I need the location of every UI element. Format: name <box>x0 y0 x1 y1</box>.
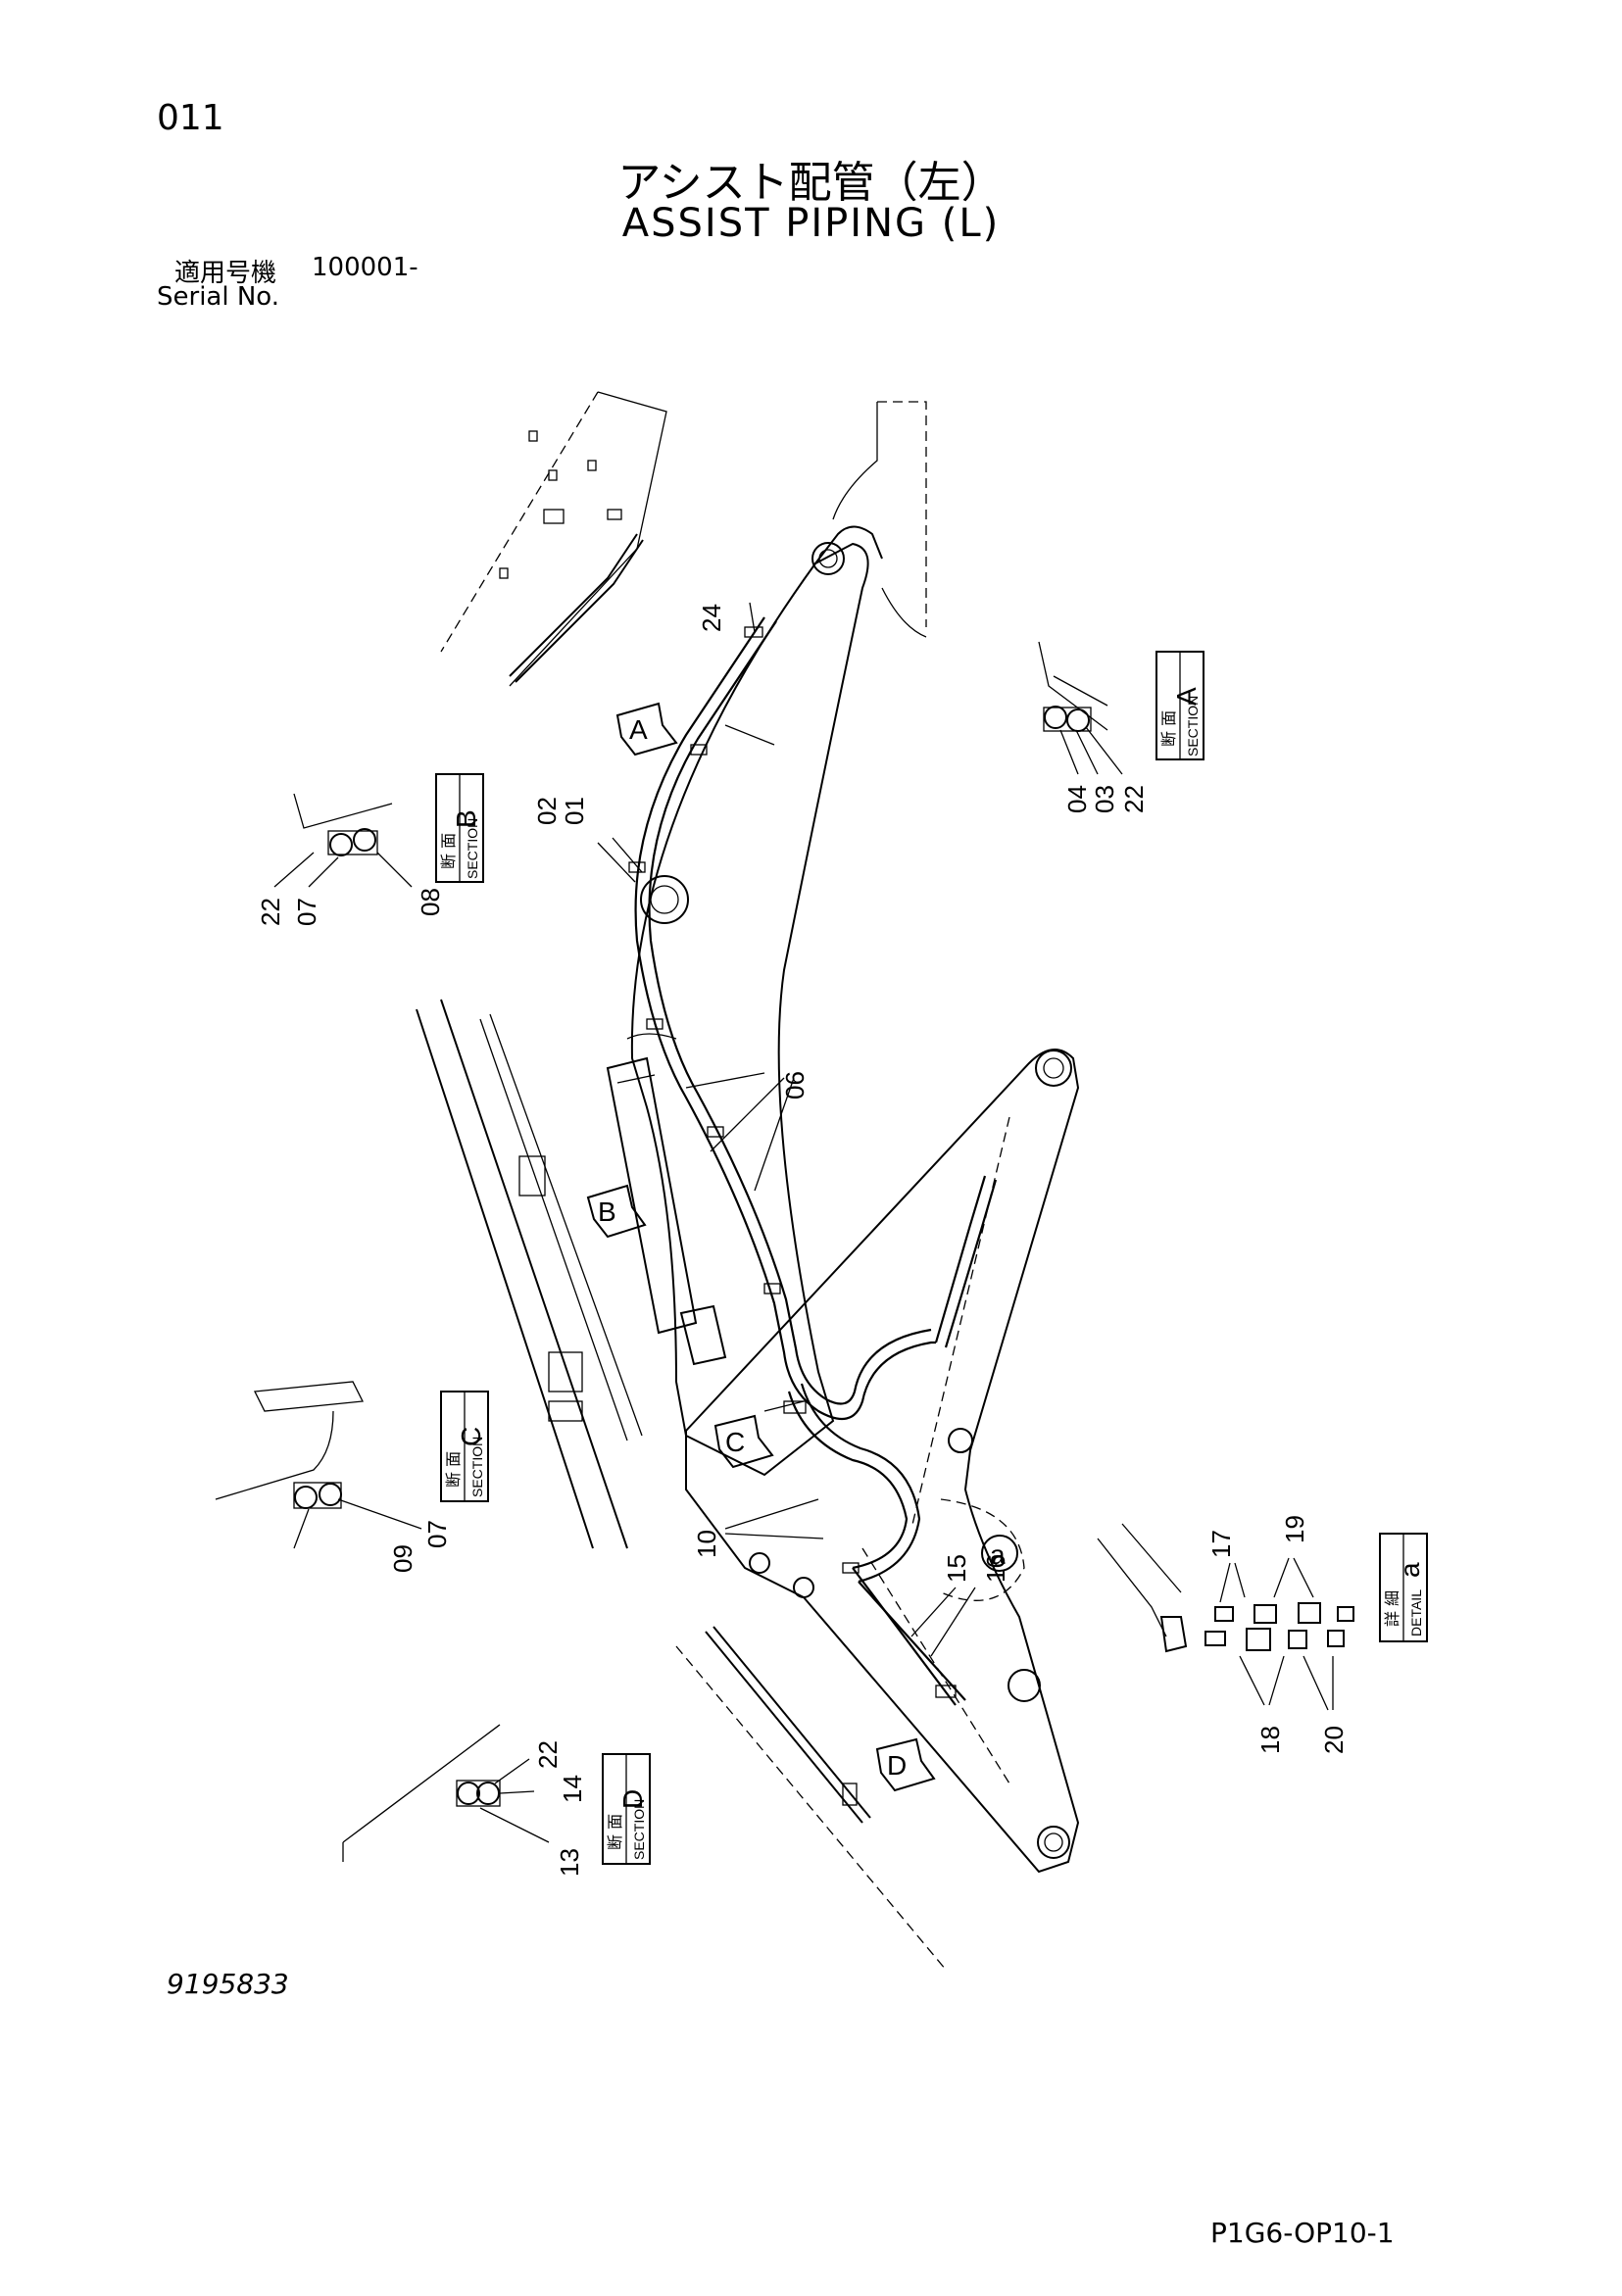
svg-text:詳 細: 詳 細 <box>1383 1590 1401 1627</box>
label-02: 02 <box>532 797 562 825</box>
detail-a-box: a 詳 細 DETAIL <box>1379 1533 1428 1642</box>
section-d-detail <box>342 1724 550 1862</box>
svg-text:SECTION: SECTION <box>1185 696 1201 757</box>
svg-text:B: B <box>598 1197 616 1227</box>
arm-side-fragment <box>675 1626 947 1971</box>
section-b-box: B 断 面 SECTION <box>435 773 484 883</box>
svg-text:C: C <box>725 1427 745 1457</box>
section-d-box: D 断 面 SECTION <box>602 1753 651 1865</box>
page-number: 011 <box>157 98 224 138</box>
svg-text:DETAIL: DETAIL <box>1408 1589 1424 1637</box>
label-22-b: 22 <box>256 898 285 926</box>
view-arrow-b: B <box>586 1184 647 1239</box>
svg-text:断 面: 断 面 <box>439 833 458 869</box>
label-16: 16 <box>981 1554 1010 1583</box>
svg-text:断 面: 断 面 <box>606 1814 624 1850</box>
svg-text:断 面: 断 面 <box>444 1451 463 1488</box>
boom-cylinder <box>606 1056 727 1366</box>
serial-label-english: Serial No. <box>157 282 279 312</box>
section-a-detail <box>1038 641 1123 775</box>
svg-text:B: B <box>451 809 481 828</box>
label-24: 24 <box>697 604 726 632</box>
assist-pipe-route <box>628 616 998 1706</box>
label-13: 13 <box>555 1848 584 1877</box>
boom-outline <box>626 401 927 1477</box>
detail-a-fittings <box>940 1498 1354 1711</box>
svg-text:A: A <box>1171 687 1202 706</box>
label-07-b: 07 <box>292 898 321 926</box>
svg-text:D: D <box>887 1750 907 1781</box>
label-15: 15 <box>942 1554 971 1583</box>
serial-label-japanese: 適用号機 <box>174 259 277 288</box>
page-code: P1G6-OP10-1 <box>1210 2217 1395 2249</box>
label-04: 04 <box>1062 785 1092 813</box>
label-22-d: 22 <box>533 1740 563 1769</box>
label-20: 20 <box>1319 1726 1349 1754</box>
label-18: 18 <box>1255 1726 1285 1754</box>
title-english: ASSIST PIPING (L) <box>621 201 1001 246</box>
svg-text:SECTION: SECTION <box>469 1437 485 1497</box>
svg-text:A: A <box>629 714 648 745</box>
leader-lines <box>597 602 976 1657</box>
label-08: 08 <box>416 888 445 916</box>
svg-text:D: D <box>617 1789 648 1809</box>
view-arrow-a: A <box>615 702 678 757</box>
svg-text:a: a <box>1395 1562 1425 1578</box>
label-06: 06 <box>780 1071 810 1099</box>
svg-text:a: a <box>990 1539 1006 1570</box>
view-arrow-d: D <box>875 1737 936 1792</box>
part-labels: 24 02 01 06 04 03 22 22 07 08 09 07 10 1… <box>256 604 1349 1877</box>
svg-text:断 面: 断 面 <box>1159 710 1178 747</box>
section-a-box: A 断 面 SECTION <box>1155 651 1204 760</box>
label-17: 17 <box>1206 1530 1236 1558</box>
detail-a-marker: a <box>990 1539 1006 1570</box>
label-22-a: 22 <box>1119 785 1149 813</box>
section-b-detail <box>273 793 413 888</box>
label-01: 01 <box>560 797 589 825</box>
label-03: 03 <box>1090 785 1119 813</box>
label-07-c: 07 <box>422 1520 452 1548</box>
svg-text:C: C <box>456 1427 486 1446</box>
section-c-box: C 断 面 SECTION <box>440 1391 489 1502</box>
label-09: 09 <box>388 1544 418 1573</box>
boom-tip-fragment <box>440 391 667 687</box>
drawing-number: 9195833 <box>167 1968 289 2000</box>
label-19: 19 <box>1280 1515 1309 1543</box>
section-c-detail <box>215 1381 422 1549</box>
serial-number-value: 100001- <box>312 253 418 282</box>
svg-text:SECTION: SECTION <box>631 1799 647 1860</box>
label-14: 14 <box>558 1775 587 1803</box>
label-10: 10 <box>692 1530 721 1558</box>
boom-side-fragment <box>416 999 643 1549</box>
title-japanese: アシスト配管（左） <box>617 158 1005 208</box>
svg-text:SECTION: SECTION <box>465 818 480 879</box>
view-arrow-c: C <box>713 1414 774 1469</box>
